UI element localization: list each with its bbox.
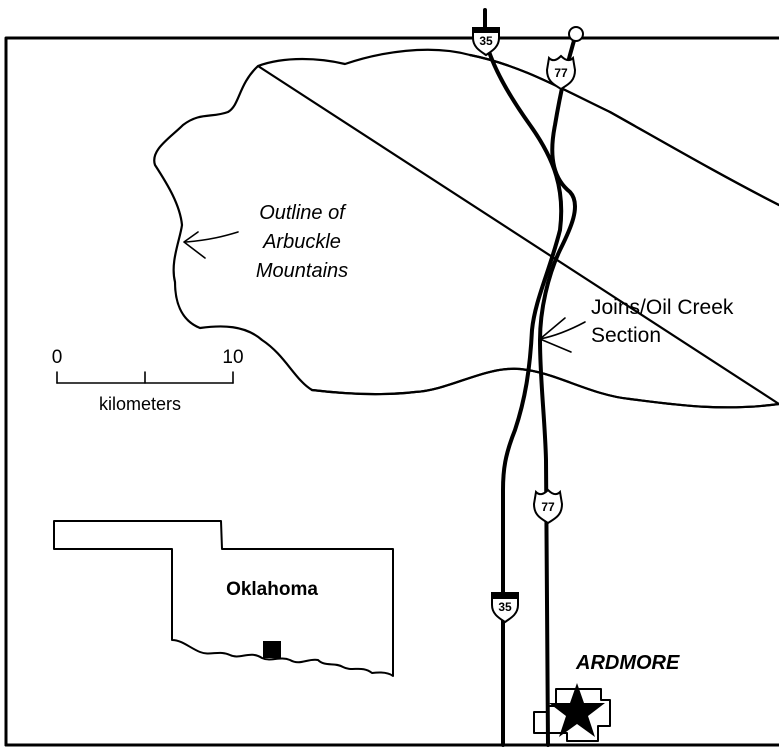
us-77-shield-north: 77 — [545, 54, 577, 91]
mountain-boundary-north — [468, 53, 779, 207]
us-77-shield-north-label: 77 — [554, 66, 568, 80]
mountains-annotation: Outline of Arbuckle Mountains — [256, 202, 348, 282]
arbuckle-mountains-outline — [153, 48, 779, 409]
road-terminus-marker — [568, 26, 584, 42]
study-area-marker — [263, 641, 281, 658]
section-annotation-line-2: Section — [591, 324, 661, 347]
section-annotation-line-1: Joins/Oil Creek — [591, 296, 734, 319]
section-annotation: Joins/Oil Creek Section — [591, 296, 734, 347]
scale-bar-end-label: 10 — [222, 347, 243, 368]
mountains-annotation-line-2: Arbuckle — [262, 231, 341, 253]
interstate-35-shield-south-label: 35 — [498, 600, 512, 614]
us-77-shield-south-label: 77 — [541, 500, 555, 514]
interstate-35-shield-south: 35 — [491, 592, 519, 624]
mountain-boundary-south — [310, 367, 779, 409]
scale-bar-unit-label: kilometers — [99, 394, 181, 414]
interstate-35-road — [483, 8, 564, 747]
interstate-35-shield-north: 35 — [472, 27, 500, 57]
ardmore-label: ARDMORE — [575, 652, 680, 674]
oklahoma-inset-map: Oklahoma — [53, 520, 394, 677]
ardmore-city: ARDMORE — [533, 652, 680, 742]
section-pointer-arrow — [539, 317, 586, 353]
oklahoma-inset-label: Oklahoma — [226, 579, 318, 600]
map-frame — [4, 36, 779, 747]
mountains-pointer-arrow — [183, 231, 239, 259]
scale-bar: 0 10 kilometers — [52, 347, 244, 414]
scale-bar-start-label: 0 — [52, 347, 63, 368]
ardmore-star-icon — [549, 683, 605, 737]
mountains-annotation-line-1: Outline of — [259, 202, 347, 224]
us-77-shield-south: 77 — [532, 488, 564, 525]
interstate-35-shield-north-label: 35 — [479, 34, 493, 48]
us-77-road — [538, 32, 578, 747]
mountains-annotation-line-3: Mountains — [256, 260, 348, 282]
